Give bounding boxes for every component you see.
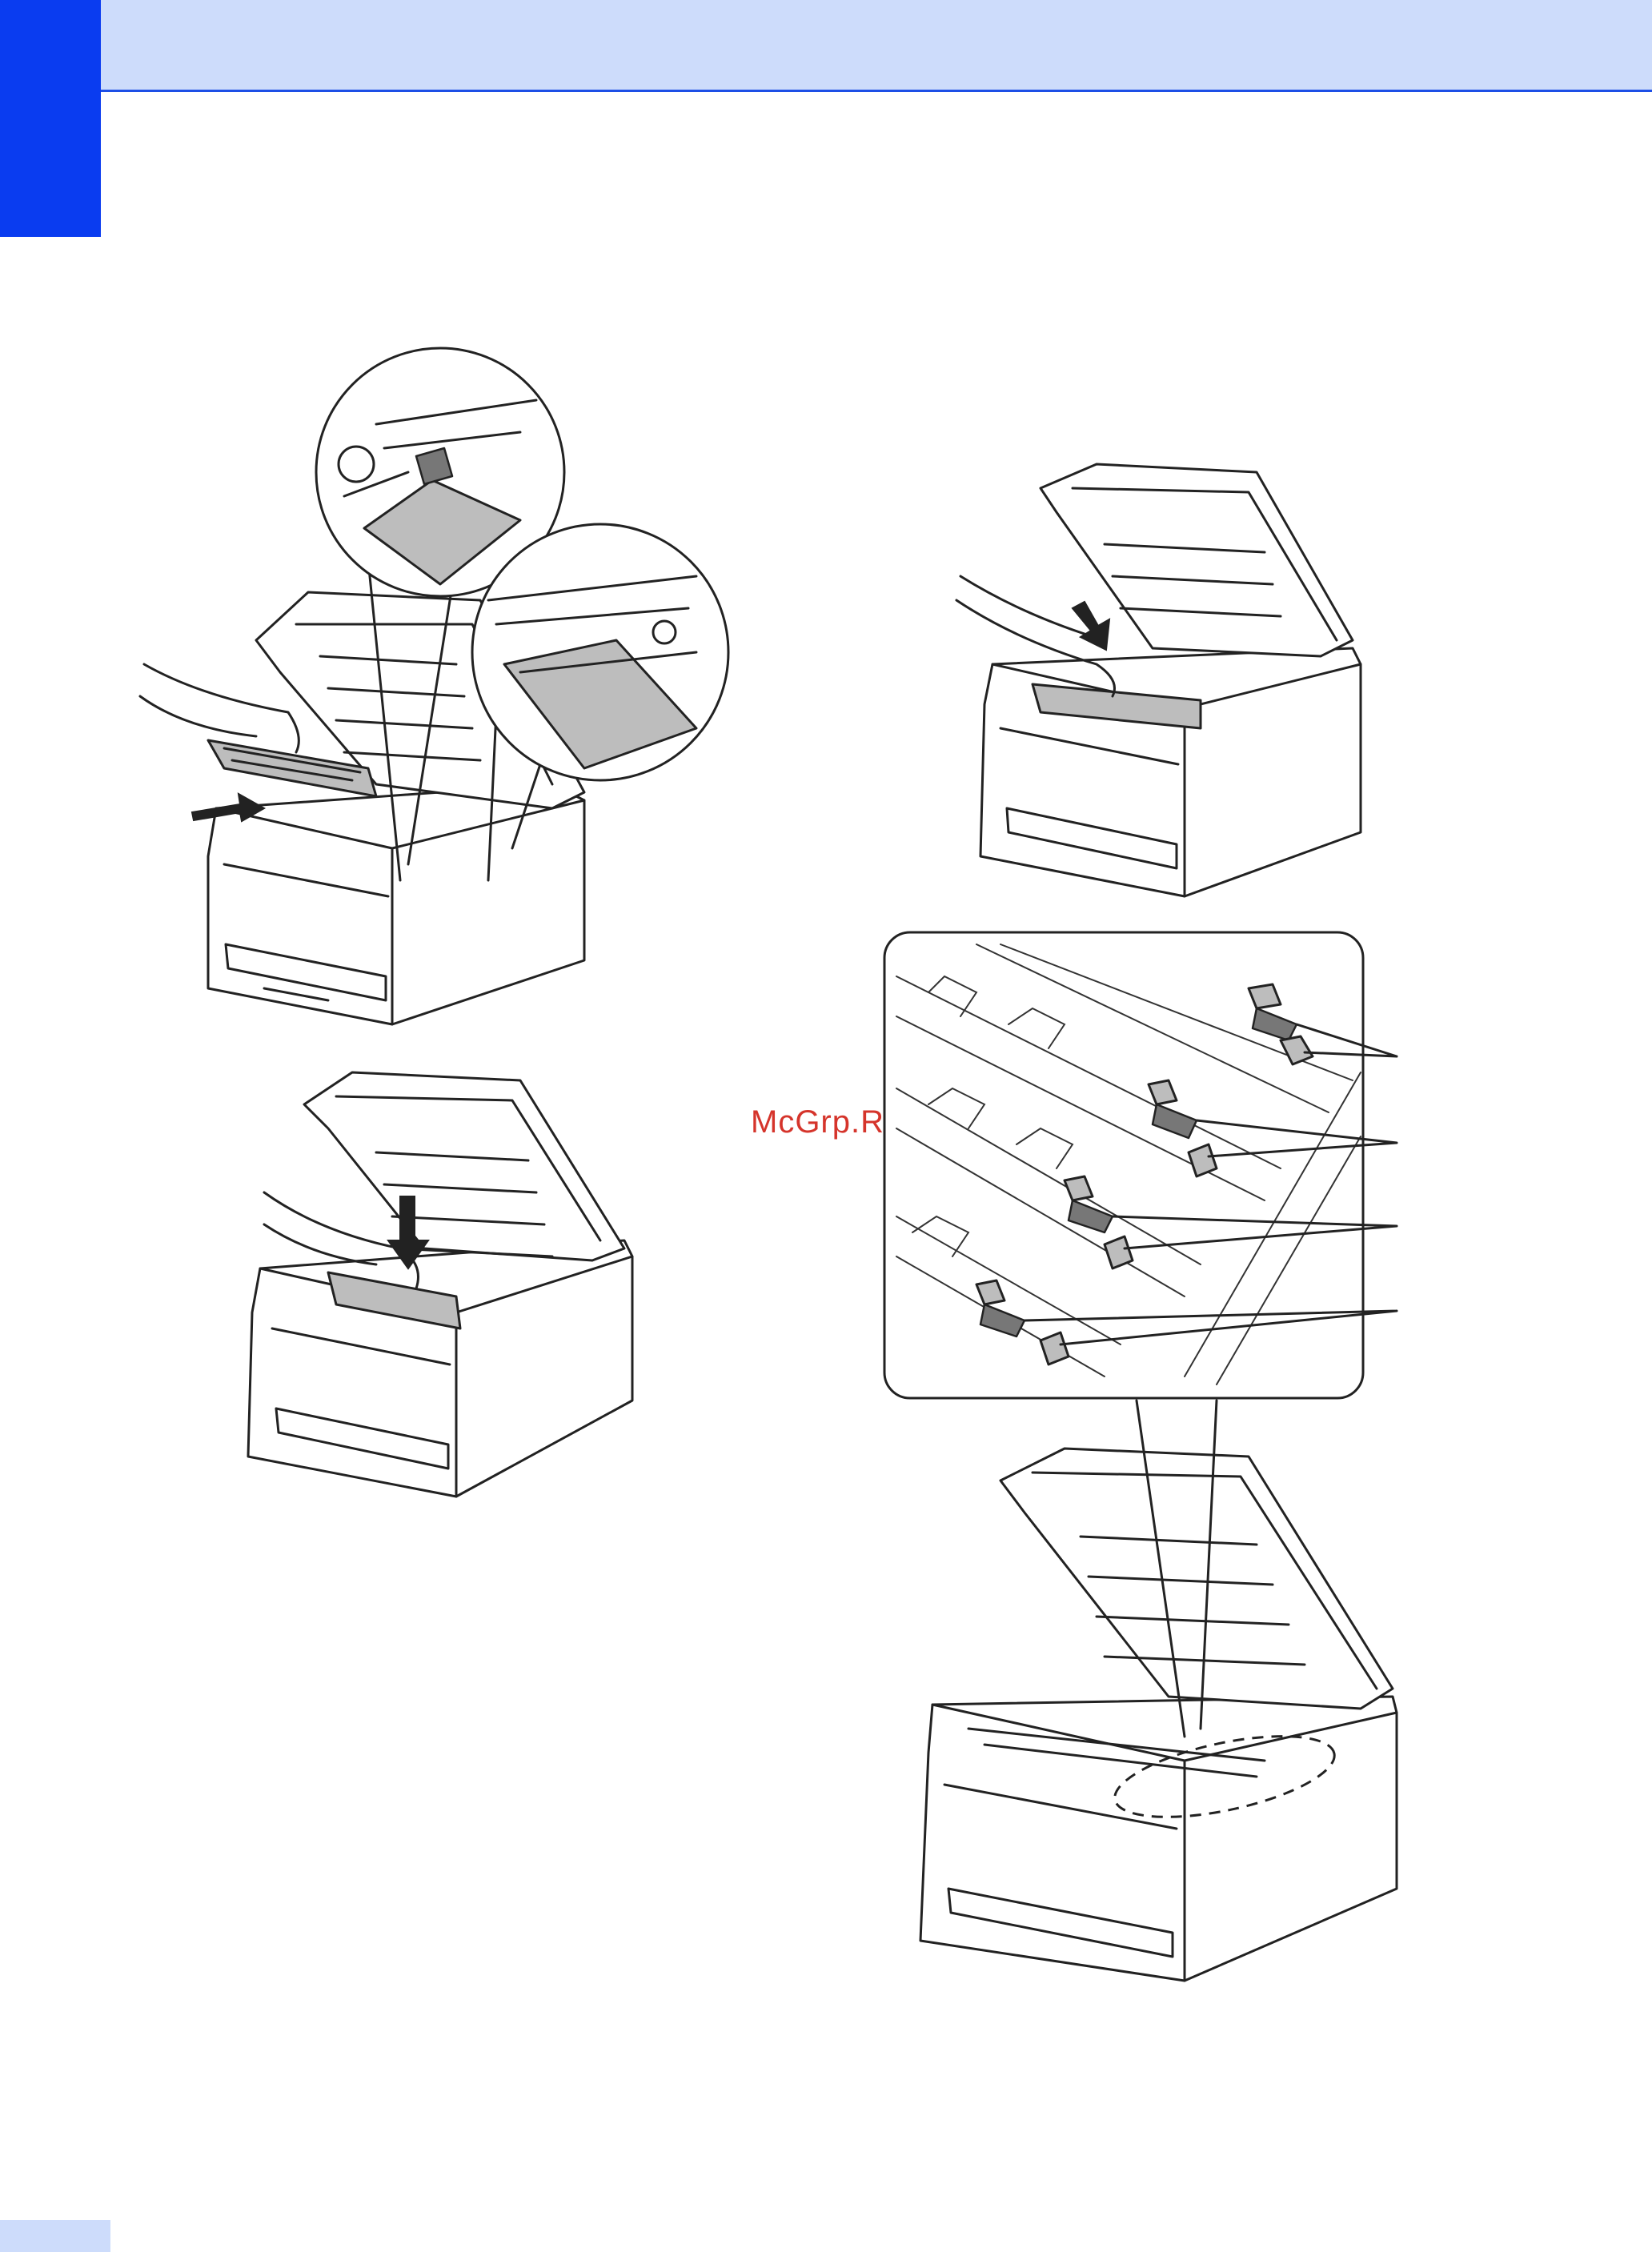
printer-open-overview-illustration: [912, 1392, 1425, 1993]
printer-drum-push-down-illustration: [240, 1056, 656, 1505]
footer-page-tab: [0, 2220, 110, 2252]
printer-drum-insert-illustration: [136, 336, 752, 1040]
printer-press-cover-illustration: [952, 456, 1393, 904]
header-band: [0, 0, 1652, 92]
drum-cleaning-tabs-detail-illustration: [880, 928, 1409, 1409]
chapter-tab: [0, 0, 101, 237]
